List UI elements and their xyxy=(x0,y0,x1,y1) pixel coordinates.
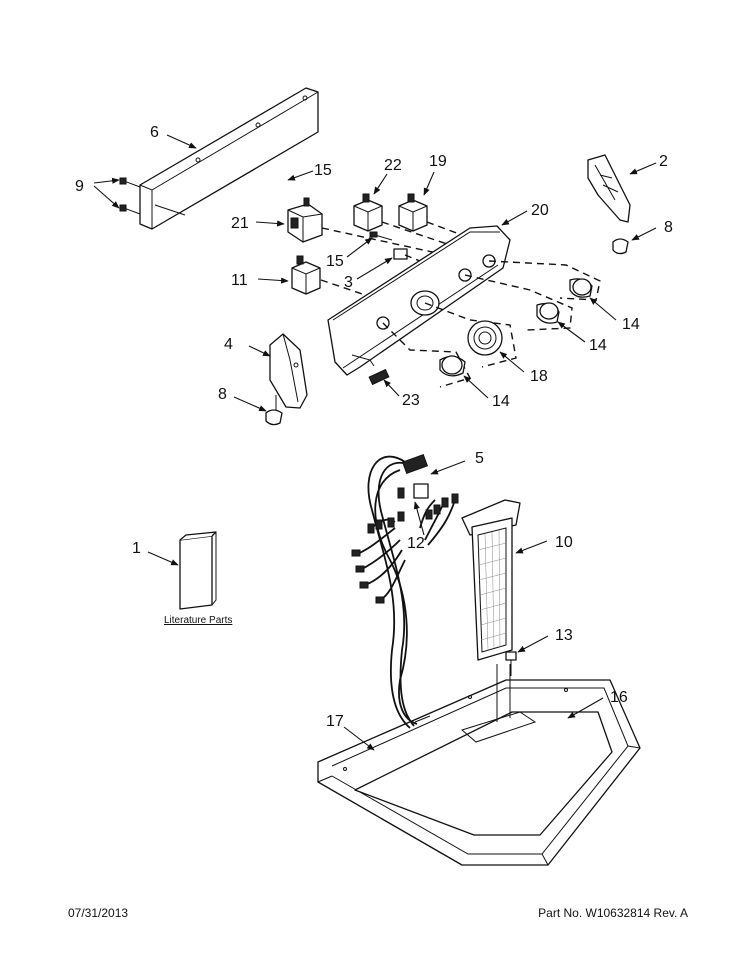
callout-1: 1 xyxy=(132,540,141,557)
right-end-bracket-part xyxy=(587,154,631,223)
part-number: Part No. W10632814 Rev. A xyxy=(538,906,688,920)
switch-part xyxy=(291,255,321,295)
callout-15: 15 xyxy=(314,162,332,179)
callout-19: 19 xyxy=(429,153,447,170)
clip-part xyxy=(612,238,629,255)
callout-20: 20 xyxy=(531,202,549,219)
callout-23: 23 xyxy=(402,392,420,409)
knob-part xyxy=(488,260,601,301)
callout-6: 6 xyxy=(150,124,159,141)
rear-bracket-part xyxy=(139,87,319,230)
clip-part xyxy=(265,409,283,426)
callout-9: 9 xyxy=(75,178,84,195)
callout-18: 18 xyxy=(530,368,548,385)
wire-clip-part xyxy=(369,231,408,260)
callout-16: 16 xyxy=(610,689,628,706)
callout-numbers: 6 9 15 22 19 2 8 20 21 15 3 11 14 14 18 … xyxy=(75,124,673,730)
callout-8: 8 xyxy=(218,386,227,403)
switch-part xyxy=(353,193,383,232)
switch-part xyxy=(398,193,428,232)
callout-11: 11 xyxy=(231,272,248,289)
callout-14: 14 xyxy=(622,316,640,333)
knob-part xyxy=(464,274,573,331)
callout-8: 8 xyxy=(664,219,673,236)
revision-date: 07/31/2013 xyxy=(68,906,129,920)
callout-15: 15 xyxy=(326,253,344,270)
callout-13: 13 xyxy=(555,627,573,644)
timer-part xyxy=(287,197,323,243)
leader-arrows xyxy=(93,134,657,751)
wiring-harness-part xyxy=(351,453,459,729)
callout-12: 12 xyxy=(407,535,425,552)
selector-knob-part xyxy=(424,302,517,368)
badge-part xyxy=(368,368,390,386)
callout-17: 17 xyxy=(326,713,344,730)
callout-14: 14 xyxy=(492,393,510,410)
screw-part xyxy=(119,177,141,215)
control-console-part xyxy=(327,225,511,376)
callout-14: 14 xyxy=(589,337,607,354)
callout-5: 5 xyxy=(475,450,484,467)
callout-10: 10 xyxy=(555,534,573,551)
callout-2: 2 xyxy=(659,153,668,170)
left-end-cap-part xyxy=(269,333,308,412)
lint-screen-part xyxy=(461,499,521,722)
callout-21: 21 xyxy=(231,215,249,232)
callout-4: 4 xyxy=(224,336,233,353)
literature-label: Literature Parts xyxy=(164,615,232,626)
callout-3: 3 xyxy=(344,274,353,291)
callout-22: 22 xyxy=(384,157,402,174)
knob-part xyxy=(382,322,472,388)
top-panel-part xyxy=(317,679,641,866)
screw-part xyxy=(505,651,517,676)
literature-part xyxy=(179,531,217,610)
